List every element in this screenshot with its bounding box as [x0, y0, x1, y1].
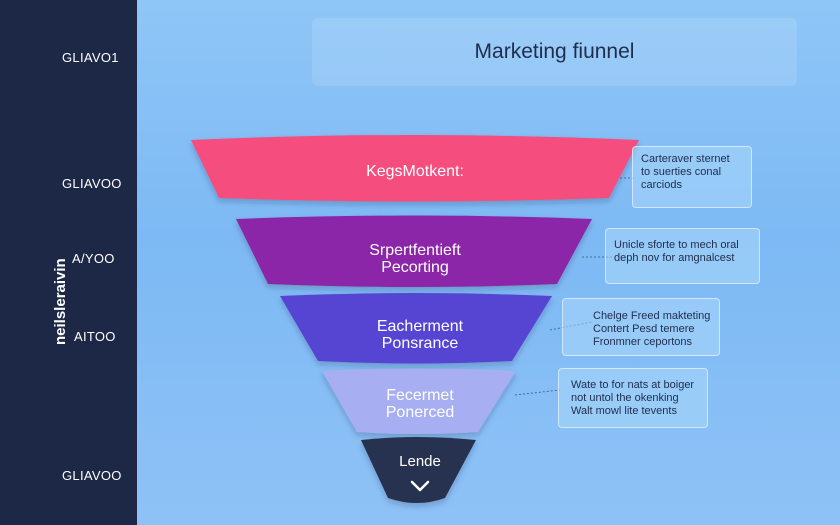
diagram-title: Marketing fiunnel	[474, 40, 635, 63]
stage-1-label: KegsMotkent:	[330, 163, 500, 180]
callout-3-line-2: Contert Pesd temere	[593, 323, 695, 335]
sidebar-label-3: A/YOO	[72, 251, 115, 266]
funnel-stage-2	[236, 215, 592, 287]
stage-3-label-line-2: Ponsrance	[381, 335, 459, 352]
callout-stage-3: Chelge Freed makteting Contert Pesd teme…	[562, 298, 720, 356]
stage-4-label: Fecermet Ponerced	[335, 387, 505, 421]
funnel-stage-1	[191, 135, 639, 202]
stage-3-label-line-1: Eacherment	[376, 318, 464, 335]
callout-4-line-2: not untol the okenking	[571, 392, 679, 404]
callout-1-line-2: to suerties conal	[641, 166, 722, 178]
chevron-down-icon	[410, 480, 430, 492]
stage-2-label: Srpertfentieft Pecorting	[330, 242, 500, 276]
funnel-stage-5	[361, 437, 476, 503]
funnel-stage-3	[280, 293, 552, 364]
callout-2-line-2: deph nov for amgnalcest	[614, 252, 735, 264]
sidebar-label-4: AITOO	[74, 329, 116, 344]
callout-stage-4: Wate to for nats at boiger not untol the…	[558, 368, 708, 428]
callout-connectors	[514, 177, 636, 396]
sidebar-label-1: GLIAVO1	[62, 50, 119, 65]
callout-1-line-1: Carteraver sternet	[641, 153, 730, 165]
sidebar-label-5: GLIAVOO	[62, 468, 122, 483]
title-box: Marketing fiunnel	[312, 18, 797, 86]
stage-1-label-line: KegsMotkent:	[366, 163, 464, 180]
callout-3-line-1: Chelge Freed makteting	[593, 310, 711, 322]
callout-2-line-1: Unicle sforte to mech oral	[614, 239, 739, 251]
stage-3-label: Eacherment Ponsrance	[335, 318, 505, 352]
stage-2-label-line-1: Srpertfentieft	[369, 242, 461, 259]
stage-4-label-line-1: Fecermet	[386, 387, 454, 404]
callout-1-line-3: carciods	[641, 179, 682, 191]
stage-4-label-line-2: Ponerced	[385, 404, 455, 421]
callout-4-line-3: Walt mowl lite tevents	[571, 405, 677, 417]
sidebar: GLIAVO1 GLIAVOO A/YOO AITOO GLIAVOO neil…	[0, 0, 137, 525]
stage-5-label-line: Lende	[399, 453, 441, 470]
callout-stage-1: Carteraver sternet to suerties conal car…	[632, 146, 752, 208]
funnel-stage-4	[322, 368, 516, 434]
connector-line-4	[514, 389, 561, 396]
stage-2-label-line-2: Pecorting	[381, 259, 449, 276]
callout-3-line-3: Fronmner ceportons	[593, 336, 693, 348]
stage-5-label: Lende	[375, 453, 465, 470]
sidebar-label-2: GLIAVOO	[62, 176, 122, 191]
callout-4-line-1: Wate to for nats at boiger	[571, 379, 695, 391]
callout-stage-2: Unicle sforte to mech oral deph nov for …	[605, 228, 760, 284]
